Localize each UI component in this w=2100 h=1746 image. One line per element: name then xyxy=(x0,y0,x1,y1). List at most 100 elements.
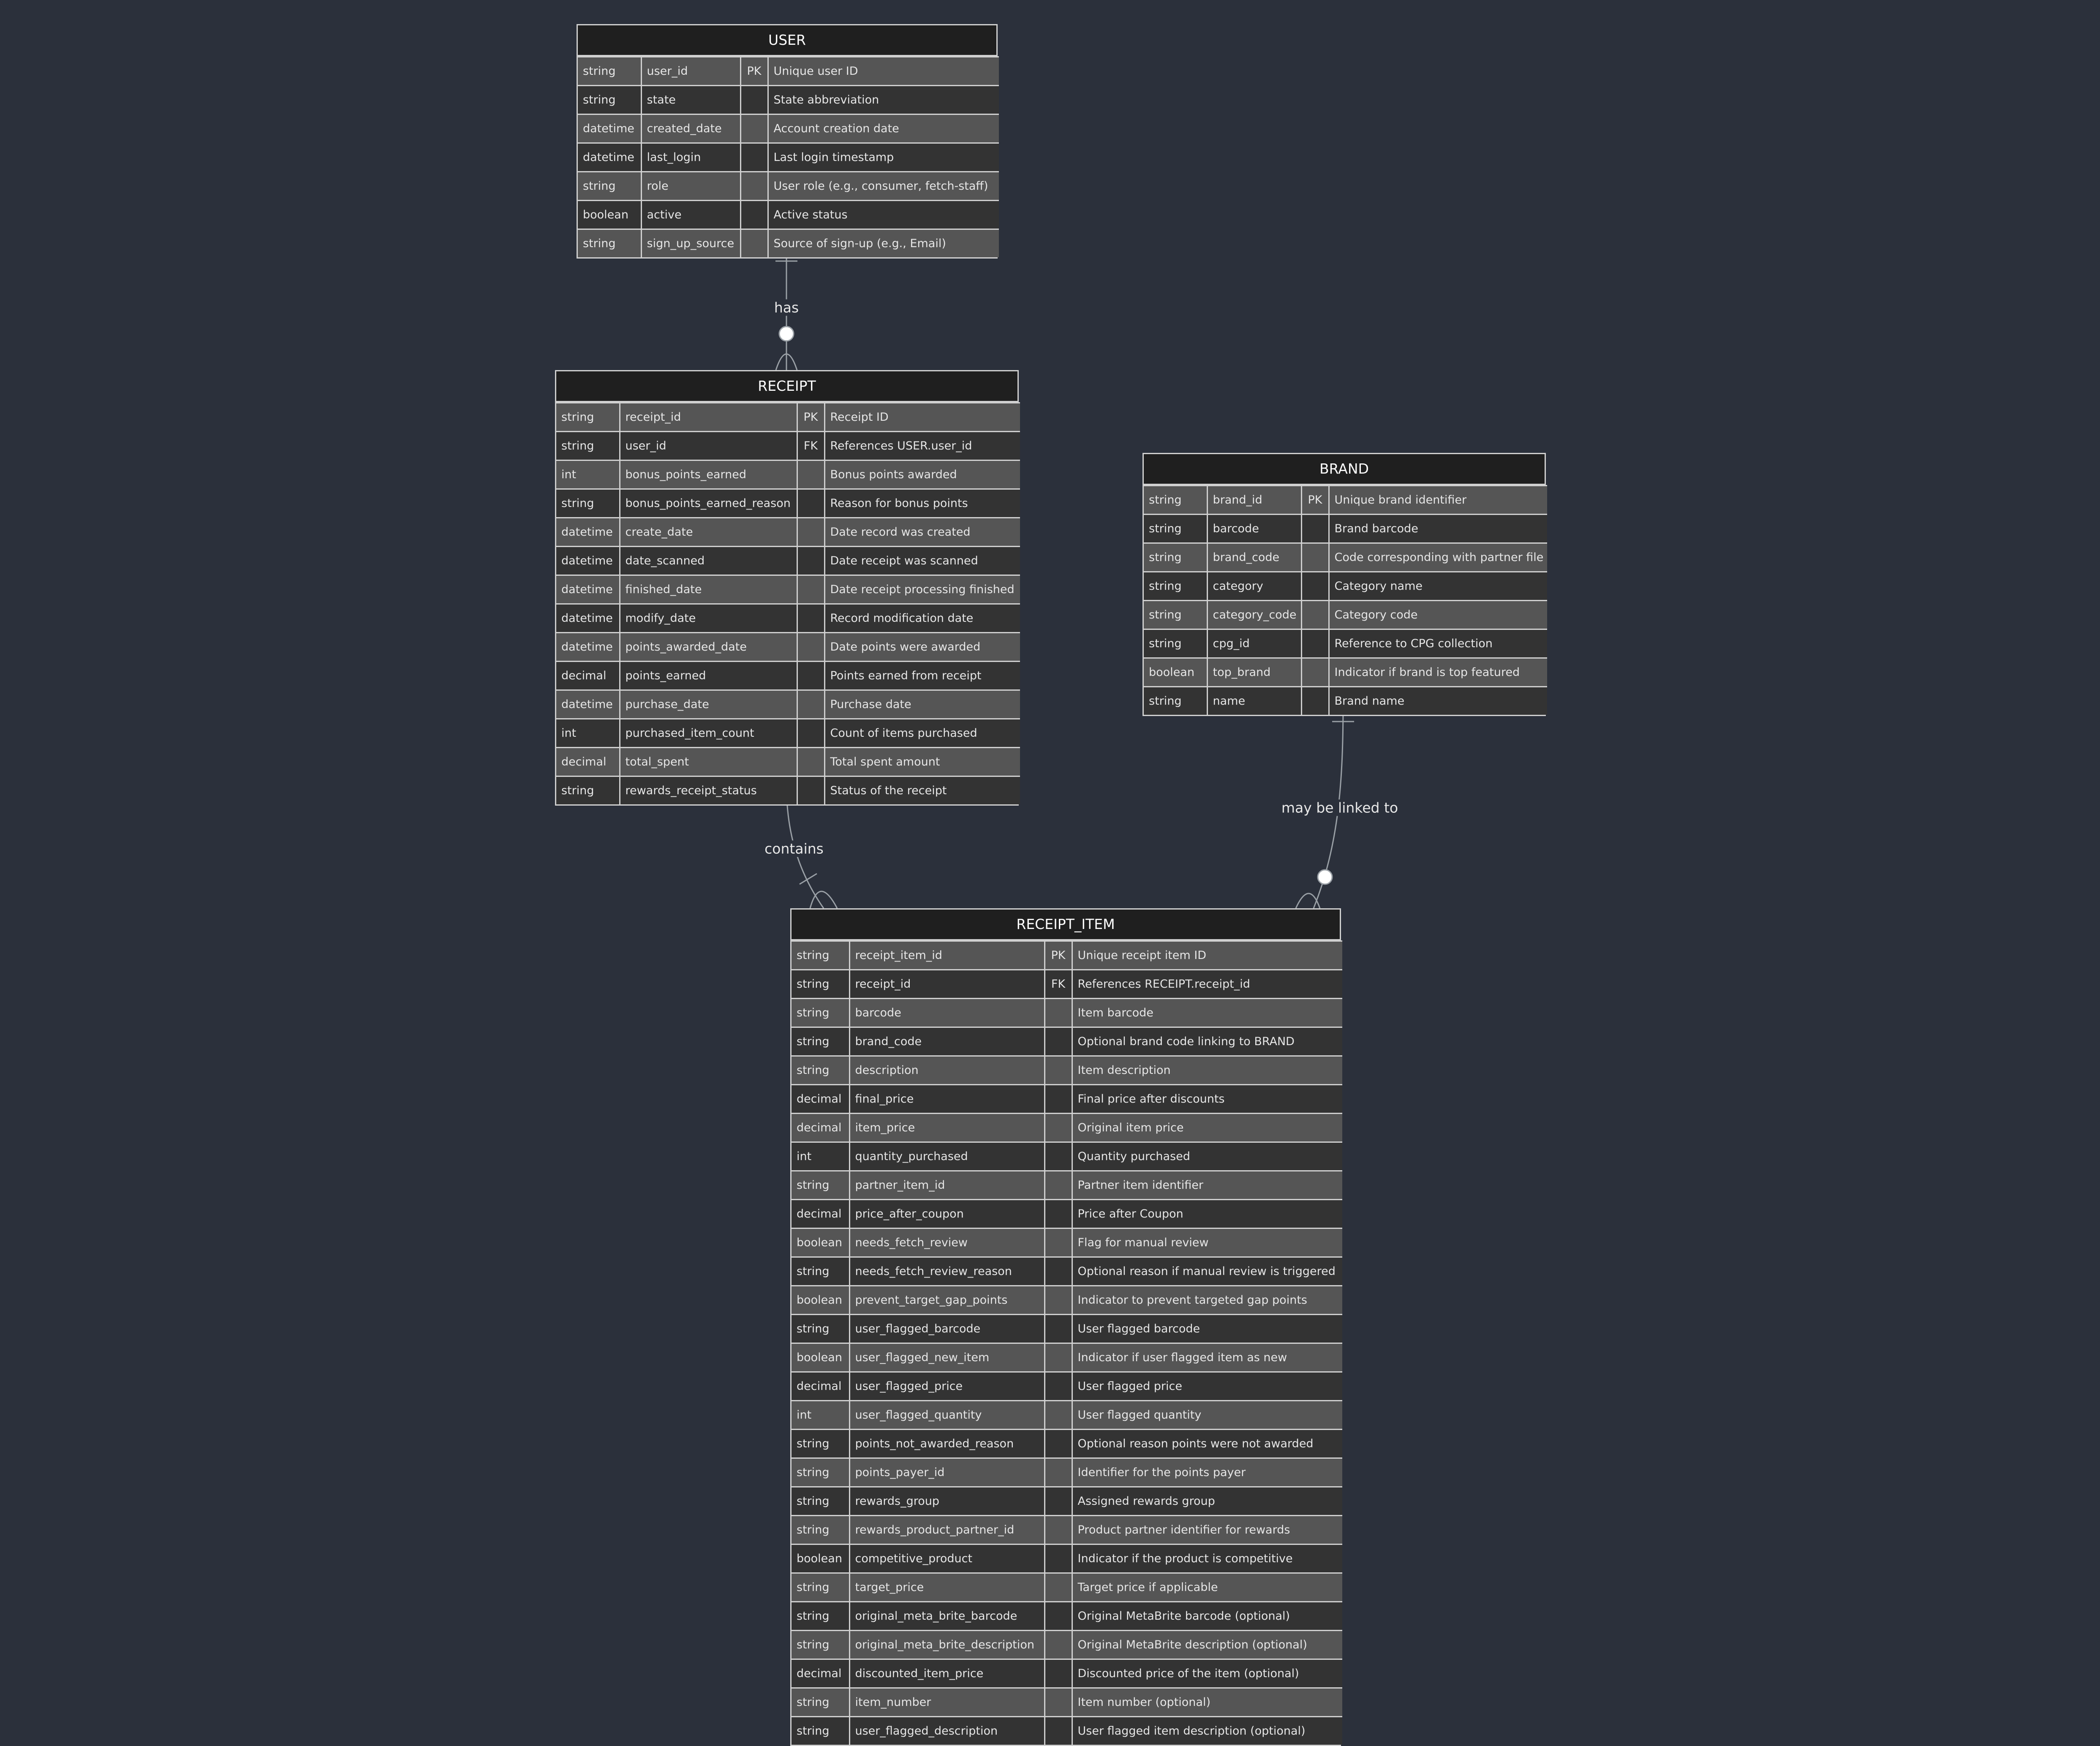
attribute-comment: Code corresponding with partner file xyxy=(1328,542,1547,572)
attribute-type: int xyxy=(556,718,620,748)
attribute-key xyxy=(1044,1486,1073,1516)
attribute-comment: Assigned rewards group xyxy=(1071,1486,1342,1516)
attribute-type: string xyxy=(792,1601,850,1631)
attribute-type: int xyxy=(792,1141,850,1171)
attribute-name: last_login xyxy=(640,142,741,172)
attribute-key xyxy=(1044,1343,1073,1373)
attribute-key xyxy=(796,488,825,518)
attribute-name: receipt_id xyxy=(849,969,1045,999)
attribute-comment: Account creation date xyxy=(767,114,999,144)
attribute-comment: References RECEIPT.receipt_id xyxy=(1071,969,1342,999)
attribute-name: category_code xyxy=(1206,600,1302,630)
attribute-type: string xyxy=(1144,600,1208,630)
attribute-comment: State abbreviation xyxy=(767,85,999,115)
crows-foot xyxy=(775,353,798,370)
attribute-name: item_number xyxy=(849,1687,1045,1717)
attribute-key xyxy=(1300,686,1330,715)
attribute-type: datetime xyxy=(556,575,620,605)
attribute-type: decimal xyxy=(556,747,620,777)
attribute-name: points_earned xyxy=(619,661,798,691)
attribute-key xyxy=(1300,514,1330,544)
attribute-comment: Brand barcode xyxy=(1328,514,1547,544)
attribute-key xyxy=(740,171,769,201)
attribute-comment: Optional reason points were not awarded xyxy=(1071,1429,1342,1459)
entity-title: USER xyxy=(578,25,996,56)
attribute-name: rewards_group xyxy=(849,1486,1045,1516)
attribute-comment: Unique user ID xyxy=(767,56,999,86)
attribute-type: boolean xyxy=(792,1544,850,1574)
attribute-key xyxy=(796,517,825,547)
attribute-type: boolean xyxy=(792,1285,850,1315)
attribute-name: bonus_points_earned xyxy=(619,460,798,490)
attribute-key xyxy=(1044,1601,1073,1631)
attribute-comment: Receipt ID xyxy=(824,402,1020,432)
crows-foot xyxy=(809,891,838,909)
attribute-type: datetime xyxy=(556,517,620,547)
attribute-key xyxy=(740,229,769,257)
attribute-key xyxy=(740,85,769,115)
attribute-comment: Flag for manual review xyxy=(1071,1228,1342,1258)
attribute-name: user_flagged_barcode xyxy=(849,1314,1045,1344)
attribute-name: competitive_product xyxy=(849,1544,1045,1574)
cardinality-zero-circle xyxy=(778,326,794,342)
attribute-key xyxy=(1044,1659,1073,1689)
attribute-comment: Category name xyxy=(1328,571,1547,601)
attribute-type: string xyxy=(578,56,642,86)
attribute-comment: Item number (optional) xyxy=(1071,1687,1342,1717)
attribute-name: top_brand xyxy=(1206,657,1302,687)
attribute-type: datetime xyxy=(556,603,620,633)
attribute-comment: Date record was created xyxy=(824,517,1020,547)
attribute-comment: Original item price xyxy=(1071,1113,1342,1143)
attribute-type: int xyxy=(556,460,620,490)
attribute-key xyxy=(1044,1228,1073,1258)
attribute-name: price_after_coupon xyxy=(849,1199,1045,1229)
attribute-type: string xyxy=(792,1486,850,1516)
attribute-key xyxy=(796,632,825,662)
entity-title: BRAND xyxy=(1144,454,1545,485)
attribute-name: date_scanned xyxy=(619,546,798,576)
attribute-name: brand_code xyxy=(1206,542,1302,572)
attribute-key xyxy=(1044,1630,1073,1660)
attribute-type: string xyxy=(792,1055,850,1085)
attribute-comment: Status of the receipt xyxy=(824,776,1020,804)
attribute-comment: Brand name xyxy=(1328,686,1547,715)
attribute-type: string xyxy=(792,1429,850,1459)
attribute-key xyxy=(1044,1400,1073,1430)
attribute-name: points_payer_id xyxy=(849,1457,1045,1487)
attribute-comment: Total spent amount xyxy=(824,747,1020,777)
attribute-comment: Optional reason if manual review is trig… xyxy=(1071,1256,1342,1286)
attribute-key xyxy=(1044,1544,1073,1574)
attribute-comment: Reason for bonus points xyxy=(824,488,1020,518)
attribute-name: active xyxy=(640,200,741,230)
crows-foot xyxy=(1295,893,1321,909)
attribute-key xyxy=(740,142,769,172)
attribute-comment: Date receipt was scanned xyxy=(824,546,1020,576)
attribute-name: discounted_item_price xyxy=(849,1659,1045,1689)
